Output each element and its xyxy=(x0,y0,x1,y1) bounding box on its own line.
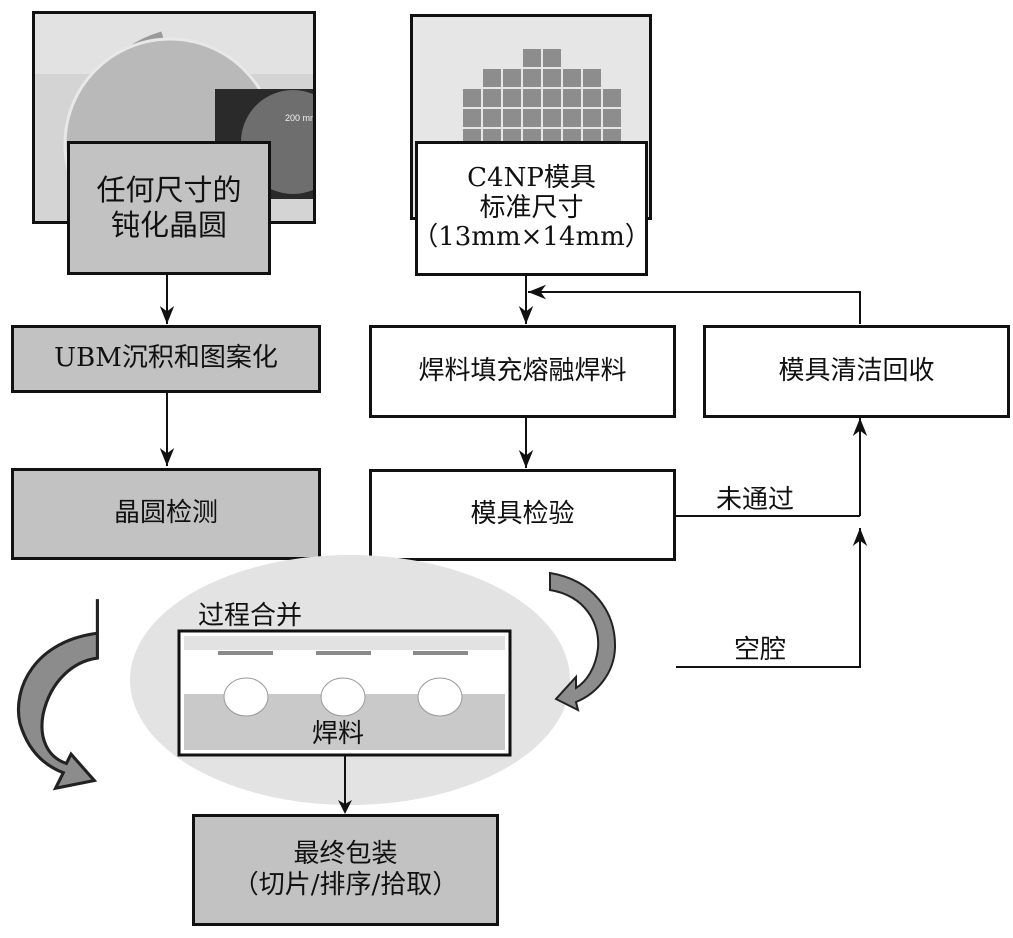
node-final-package: 最终包装 （切片/排序/拾取） xyxy=(192,814,499,926)
mold-die-block xyxy=(523,89,541,107)
node-wafer-inspection-label: 晶圆检测 xyxy=(113,498,218,529)
mold-die-block xyxy=(543,109,561,127)
node-ubm-label: UBM沉积和图案化 xyxy=(54,343,278,374)
node-final-package-line2: （切片/排序/拾取） xyxy=(232,870,459,900)
ubm-pad-1 xyxy=(218,651,273,655)
mold-die-block xyxy=(583,89,601,107)
node-wafer-inspection: 晶圆检测 xyxy=(11,468,321,560)
mold-die-block xyxy=(463,89,481,107)
mold-die-block xyxy=(603,89,621,107)
solder-bump-3 xyxy=(417,677,463,717)
wafer-size-caption: 200 mm xyxy=(285,113,316,123)
mold-die-block xyxy=(463,109,481,127)
node-passivated-wafer-line1: 任何尺寸的 xyxy=(96,173,242,208)
mold-die-block xyxy=(563,109,581,127)
node-final-package-line1: 最终包装 xyxy=(293,838,398,869)
mold-die-block xyxy=(543,69,561,87)
mold-plate xyxy=(184,636,505,650)
mold-die-block xyxy=(483,109,501,127)
node-c4np-mold-line3: （13mm×14mm） xyxy=(412,222,651,253)
node-c4np-mold-line2: 标准尺寸 xyxy=(479,192,584,223)
node-solder-fill-label: 焊料填充熔融焊料 xyxy=(418,355,627,386)
node-solder-fill: 焊料填充熔融焊料 xyxy=(369,325,676,418)
mold-die-block xyxy=(563,69,581,87)
mold-die-block xyxy=(503,109,521,127)
node-mold-inspection-label: 模具检验 xyxy=(470,499,575,530)
mold-die-block xyxy=(543,89,561,107)
ubm-pad-3 xyxy=(413,651,468,655)
mold-die-block xyxy=(503,89,521,107)
curved-arrow-right xyxy=(549,571,617,712)
node-mold-inspection: 模具检验 xyxy=(369,469,676,561)
node-mold-clean: 模具清洁回收 xyxy=(703,325,1010,418)
merge-solder-label: 焊料 xyxy=(312,719,365,749)
solder-bump-2 xyxy=(320,677,366,717)
mold-die-block xyxy=(523,49,541,67)
mold-die-block xyxy=(503,69,521,87)
mold-die-block xyxy=(603,109,621,127)
mold-die-block xyxy=(523,69,541,87)
merge-exit-arrowhead xyxy=(338,800,352,814)
node-ubm: UBM沉积和图案化 xyxy=(11,325,321,393)
ubm-pad-2 xyxy=(316,651,371,655)
arrow-void-to-clean xyxy=(676,528,868,668)
mold-die-block xyxy=(523,109,541,127)
curved-arrow-left xyxy=(17,599,99,791)
arrow-clean-to-mold xyxy=(528,284,861,324)
node-passivated-wafer: 任何尺寸的 钝化晶圆 xyxy=(67,141,271,275)
merge-title: 过程合并 xyxy=(198,601,303,631)
node-c4np-mold: C4NP模具 标准尺寸 （13mm×14mm） xyxy=(412,141,651,276)
mold-die-block xyxy=(483,89,501,107)
edge-label-fail: 未通过 xyxy=(716,485,795,515)
mold-die-block xyxy=(543,49,561,67)
mold-die-block xyxy=(563,89,581,107)
mold-die-block xyxy=(583,109,601,127)
mold-die-block xyxy=(483,69,501,87)
edge-label-void: 空腔 xyxy=(734,635,787,665)
node-c4np-mold-line1: C4NP模具 xyxy=(467,162,596,193)
node-mold-clean-label: 模具清洁回收 xyxy=(778,355,935,386)
node-passivated-wafer-line2: 钝化晶圆 xyxy=(110,208,227,242)
mold-die-block xyxy=(583,69,601,87)
solder-bump-1 xyxy=(223,677,269,717)
